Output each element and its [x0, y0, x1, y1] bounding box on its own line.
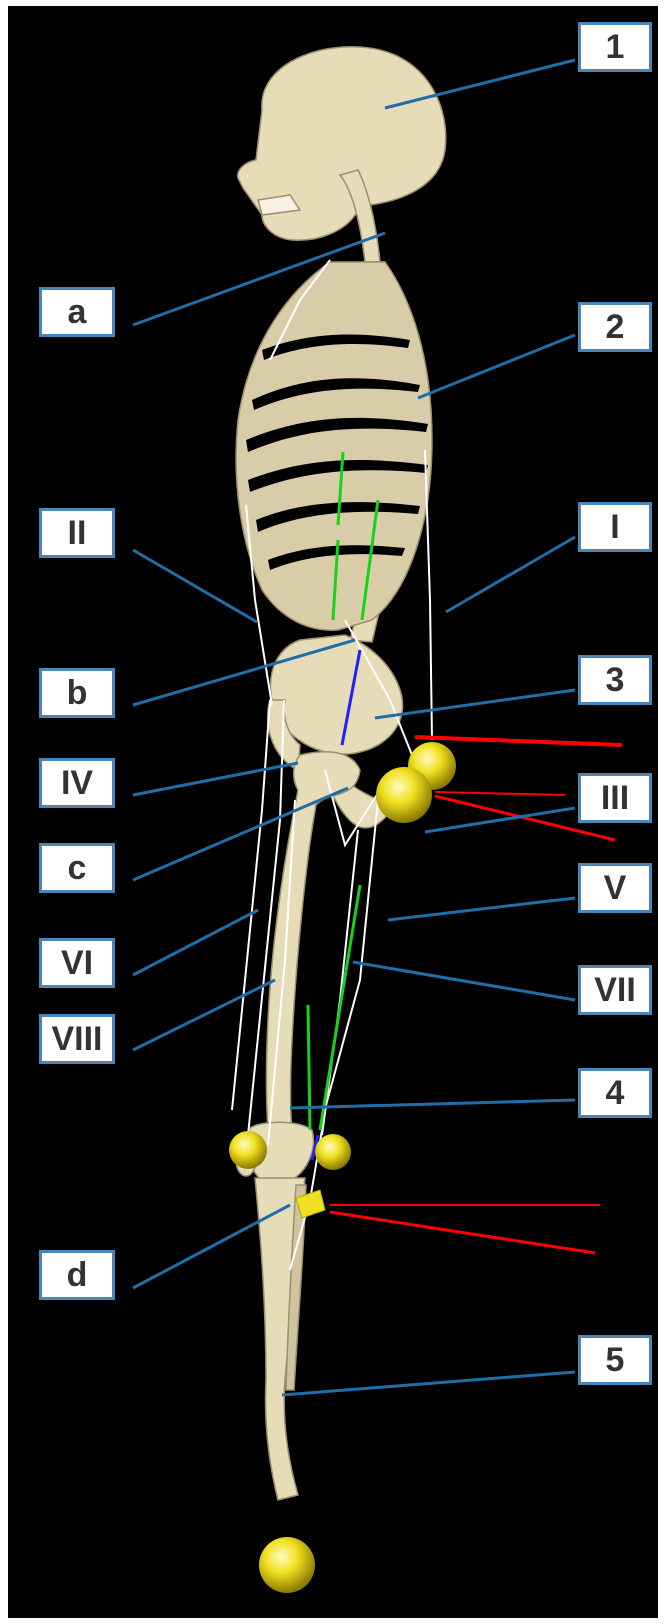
- label-1: 1: [578, 22, 652, 72]
- leader-3: [375, 690, 575, 718]
- leader-I: [446, 537, 575, 612]
- ankle-sphere: [259, 1537, 315, 1593]
- knee-sphere-front: [229, 1131, 267, 1169]
- leader-VII: [353, 962, 575, 1000]
- leader-VI: [133, 910, 258, 975]
- leader-c: [133, 788, 348, 880]
- label-d: d: [39, 1250, 115, 1300]
- label-c: c: [39, 843, 115, 893]
- label-b: b: [39, 668, 115, 718]
- label-II: II: [39, 508, 115, 558]
- label-III: III: [578, 773, 652, 823]
- leader-II: [133, 550, 257, 622]
- label-5: 5: [578, 1335, 652, 1385]
- label-IV: IV: [39, 758, 115, 808]
- leader-IV: [133, 763, 298, 795]
- rib-cage: [236, 262, 432, 630]
- label-3: 3: [578, 655, 652, 705]
- leader-4: [290, 1100, 575, 1108]
- knee-sphere-back: [315, 1134, 351, 1170]
- label-VIII: VIII: [39, 1014, 115, 1064]
- leader-VIII: [133, 980, 275, 1050]
- label-I: I: [578, 502, 652, 552]
- label-VII: VII: [578, 965, 652, 1015]
- label-a: a: [39, 287, 115, 337]
- leader-2: [418, 335, 575, 398]
- leader-V: [388, 898, 575, 920]
- label-VI: VI: [39, 938, 115, 988]
- label-4: 4: [578, 1068, 652, 1118]
- hip-sphere-lower: [376, 767, 432, 823]
- leader-5: [282, 1372, 575, 1395]
- label-2: 2: [578, 302, 652, 352]
- label-V: V: [578, 863, 652, 913]
